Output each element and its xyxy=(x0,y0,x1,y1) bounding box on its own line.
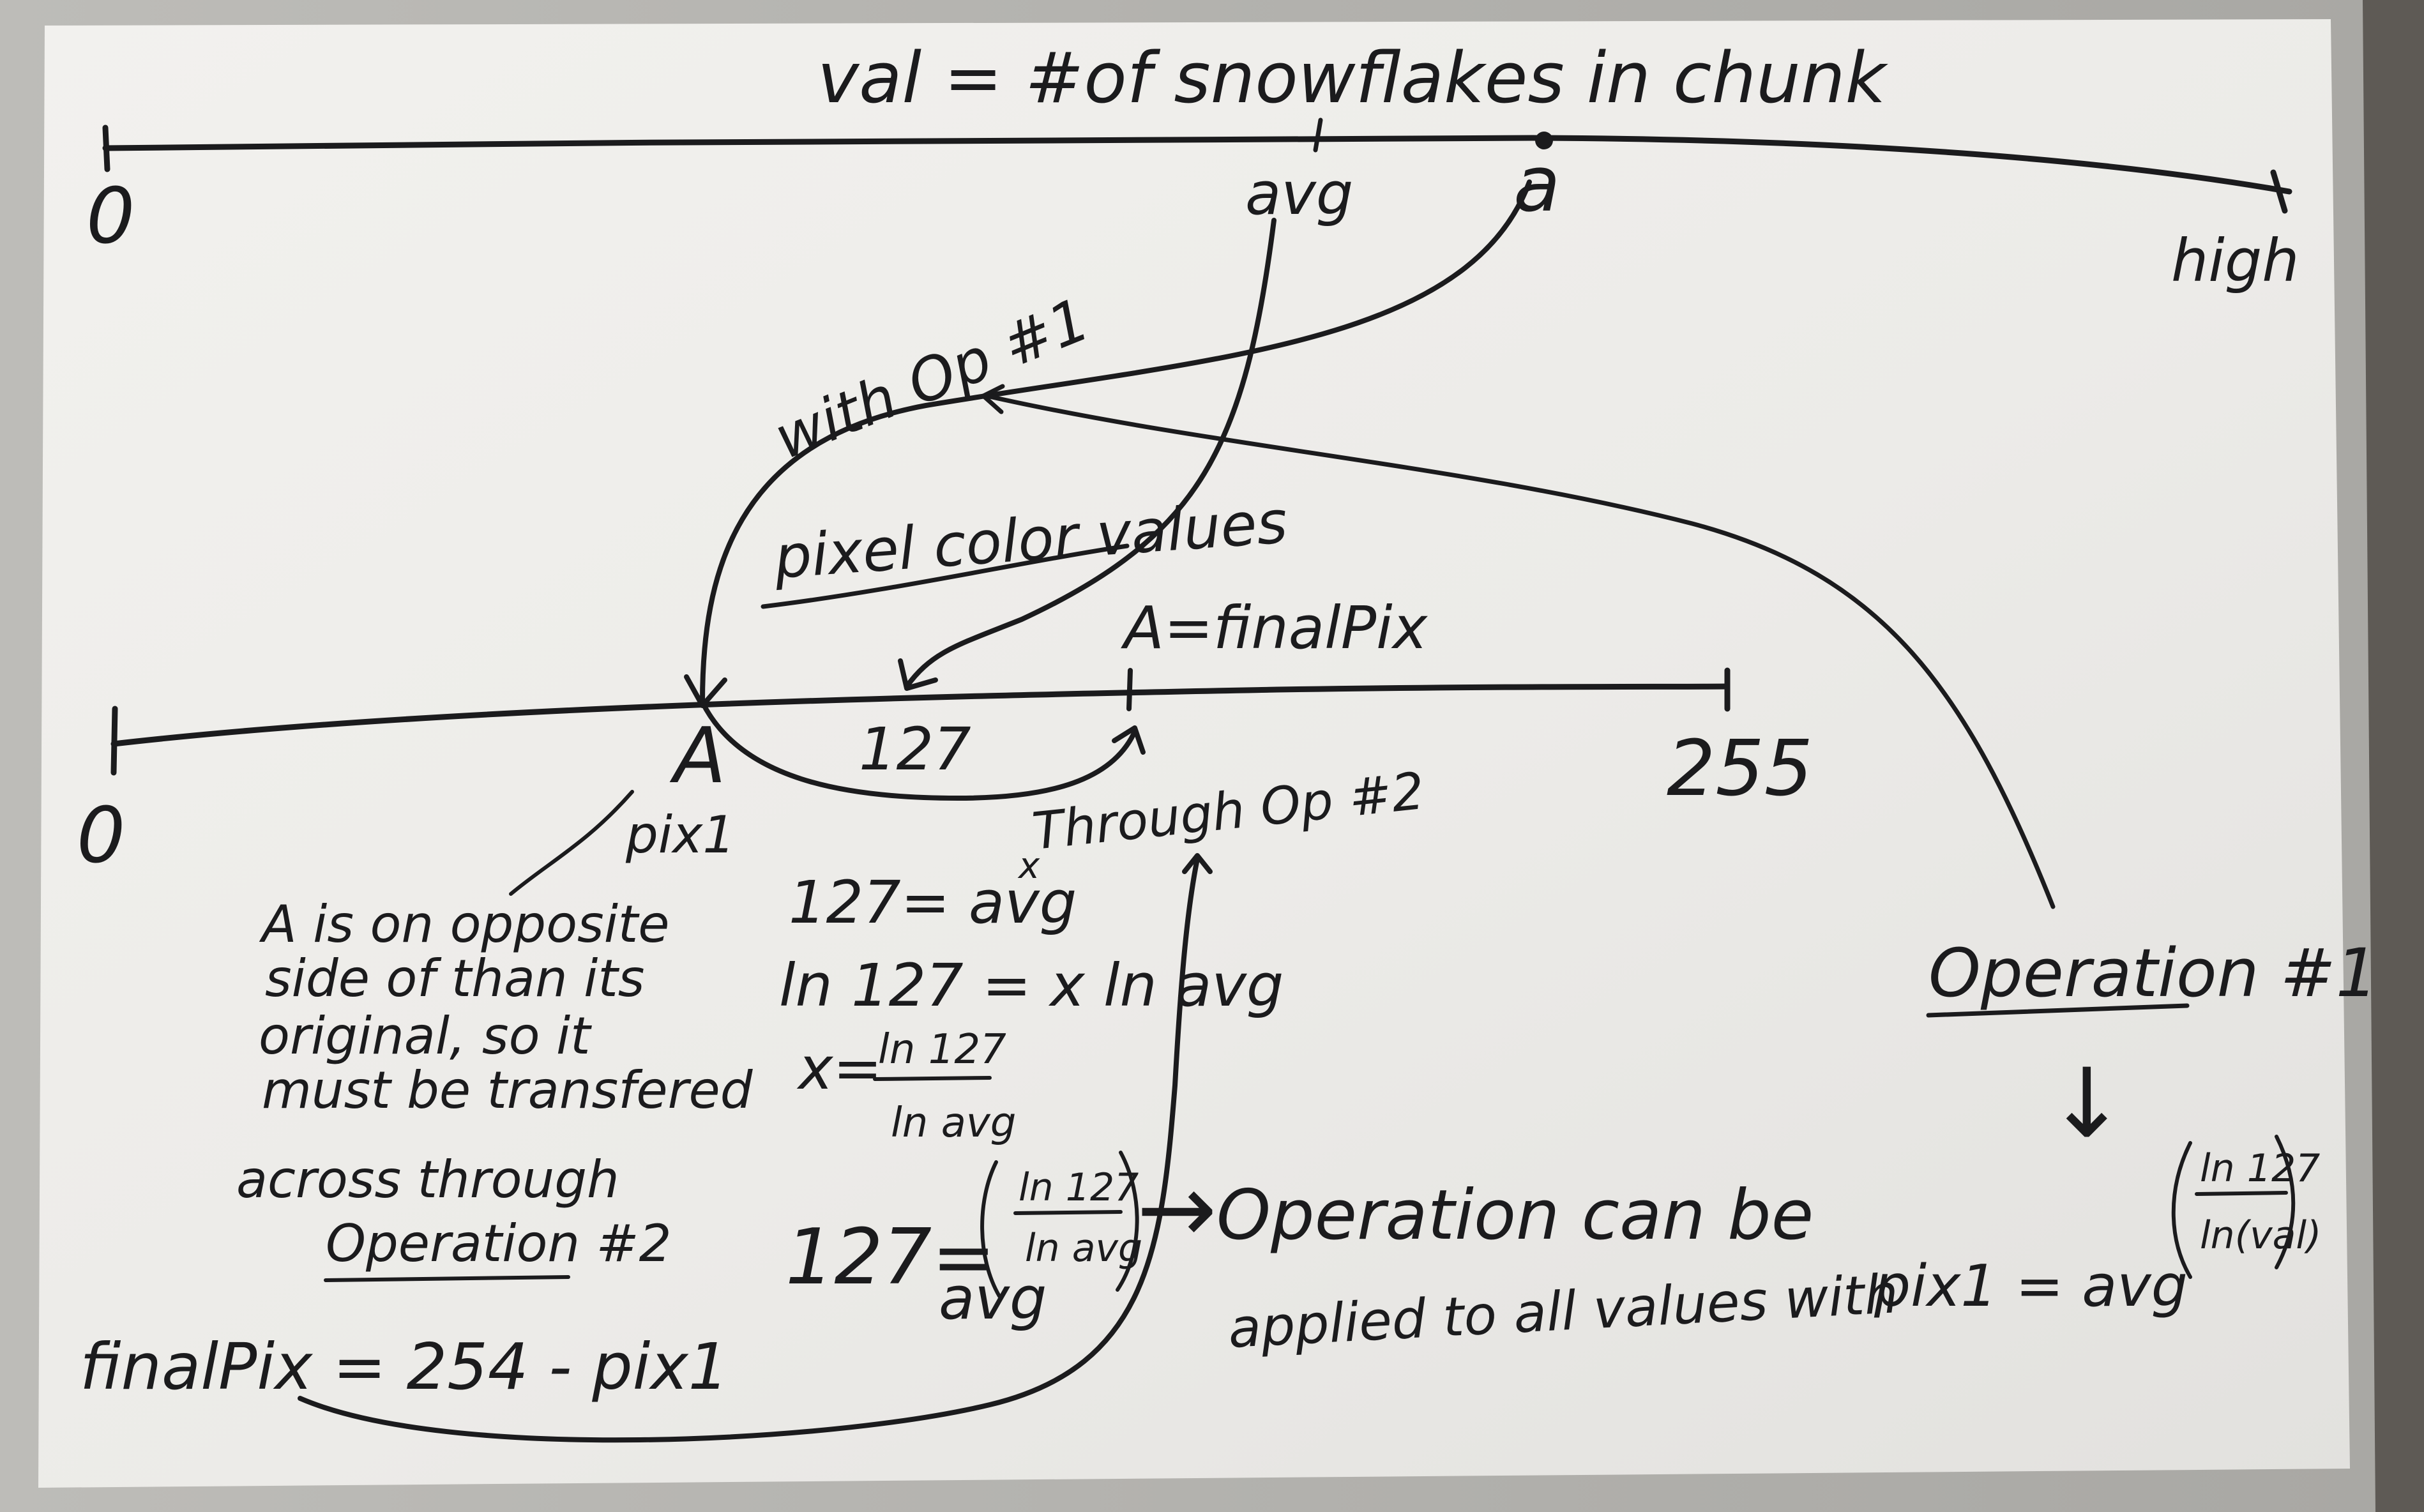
bottom-axis-zero-label: 0 xyxy=(77,792,125,881)
eq1-exp: x xyxy=(1017,845,1040,887)
arrowhead-withop1 xyxy=(981,384,1005,414)
eq2: ln 127 = x ln avg xyxy=(779,951,1284,1020)
final-pix-formula: finalPix = 254 - pix1 xyxy=(80,1329,729,1404)
note-line-1: A is on opposite xyxy=(259,895,670,954)
top-axis-tick-end xyxy=(2270,169,2288,214)
final-pix-label: A=finalPix xyxy=(1121,594,1428,662)
pixel-color-values-underline xyxy=(761,543,1130,609)
note-line-2: side of than its xyxy=(265,949,644,1008)
top-axis-line xyxy=(102,135,2292,195)
top-axis-avg-label: avg xyxy=(1245,160,1353,228)
eq4-bar xyxy=(1013,1210,1123,1215)
operation1-block: Operation #1 ↓ xyxy=(1926,934,2378,1160)
operation-arrow: → xyxy=(1137,1154,1217,1265)
top-axis: 0 avg a high xyxy=(86,117,2299,295)
eq4-base: avg xyxy=(939,1264,1047,1333)
eq3-bar xyxy=(873,1076,992,1081)
arrow-avg-to-127 xyxy=(904,218,1276,689)
eq3-num: ln 127 xyxy=(878,1026,1006,1073)
eq4-paren-right xyxy=(1116,1151,1139,1292)
operation-formula-num: ln 127 xyxy=(2200,1146,2320,1191)
note-op2-underline xyxy=(324,1275,570,1282)
top-axis-tick-start xyxy=(102,125,110,172)
operation1-heading: Operation #1 xyxy=(1928,934,2378,1012)
eq4-num: ln 127 xyxy=(1019,1165,1139,1210)
arrow-op1-to-withop1 xyxy=(984,393,2056,909)
bottom-axis-127-label: 127 xyxy=(859,715,971,783)
bottom-axis-tick-final xyxy=(1126,668,1133,711)
eq3-lhs: x= xyxy=(796,1034,882,1103)
eq3-den: ln avg xyxy=(891,1100,1016,1147)
top-axis-tick-avg xyxy=(1313,117,1323,153)
operation-text: → Operation can be applied to all values… xyxy=(1137,1135,2321,1360)
eq4-lhs: 127= xyxy=(785,1213,996,1302)
top-axis-high-label: high xyxy=(2171,227,2299,295)
op-formula-paren-left xyxy=(2171,1141,2192,1279)
operation-line-1: Operation can be xyxy=(1216,1176,1814,1255)
arrowhead-final xyxy=(1112,725,1146,755)
note-line-4: must be transfered xyxy=(262,1061,754,1120)
top-axis-point-a xyxy=(1535,132,1553,149)
bottom-axis-255-label: 255 xyxy=(1667,725,1813,813)
op-formula-bar xyxy=(2195,1191,2288,1196)
derivation: 127= avg x ln 127 = x ln avg x= ln 127 l… xyxy=(779,845,1284,1333)
note-pointer-line xyxy=(509,790,634,896)
arrowhead-loop xyxy=(1182,853,1213,874)
eq4-den: ln avg xyxy=(1025,1226,1142,1271)
operation-formula-lhs: pix1 = avg xyxy=(1874,1253,2188,1320)
note-block: A is on opposite side of than its origin… xyxy=(236,895,754,1282)
bottom-axis-tick-start xyxy=(110,706,118,776)
op-formula-paren-right xyxy=(2275,1135,2296,1269)
note-line-6: Operation #2 xyxy=(326,1214,671,1273)
top-axis-a-label: a xyxy=(1513,140,1561,229)
operation-formula-den: ln(val) xyxy=(2200,1213,2321,1258)
arrowhead-127 xyxy=(898,658,938,691)
eq1-lhs: 127= avg xyxy=(789,868,1077,937)
operation1-underline xyxy=(1926,1003,2190,1018)
note-line-5: across through xyxy=(236,1150,619,1209)
pix1-label: pix1 xyxy=(625,805,735,865)
board-surface xyxy=(38,19,2350,1488)
eq4-paren-left xyxy=(980,1160,1001,1298)
operation1-down-arrow: ↓ xyxy=(2047,1048,2127,1160)
diagram-title: val = #of snowflakes in chunk xyxy=(817,37,1889,119)
note-line-3: original, so it xyxy=(259,1006,592,1066)
top-axis-zero-label: 0 xyxy=(86,172,135,261)
bottom-axis-line xyxy=(110,683,1731,747)
bottom-axis: 0 A 127 255 A=finalPix pix1 xyxy=(77,594,1813,881)
arrow-A-to-final xyxy=(700,700,1136,801)
arrow-final-formula-loop xyxy=(298,856,1200,1443)
